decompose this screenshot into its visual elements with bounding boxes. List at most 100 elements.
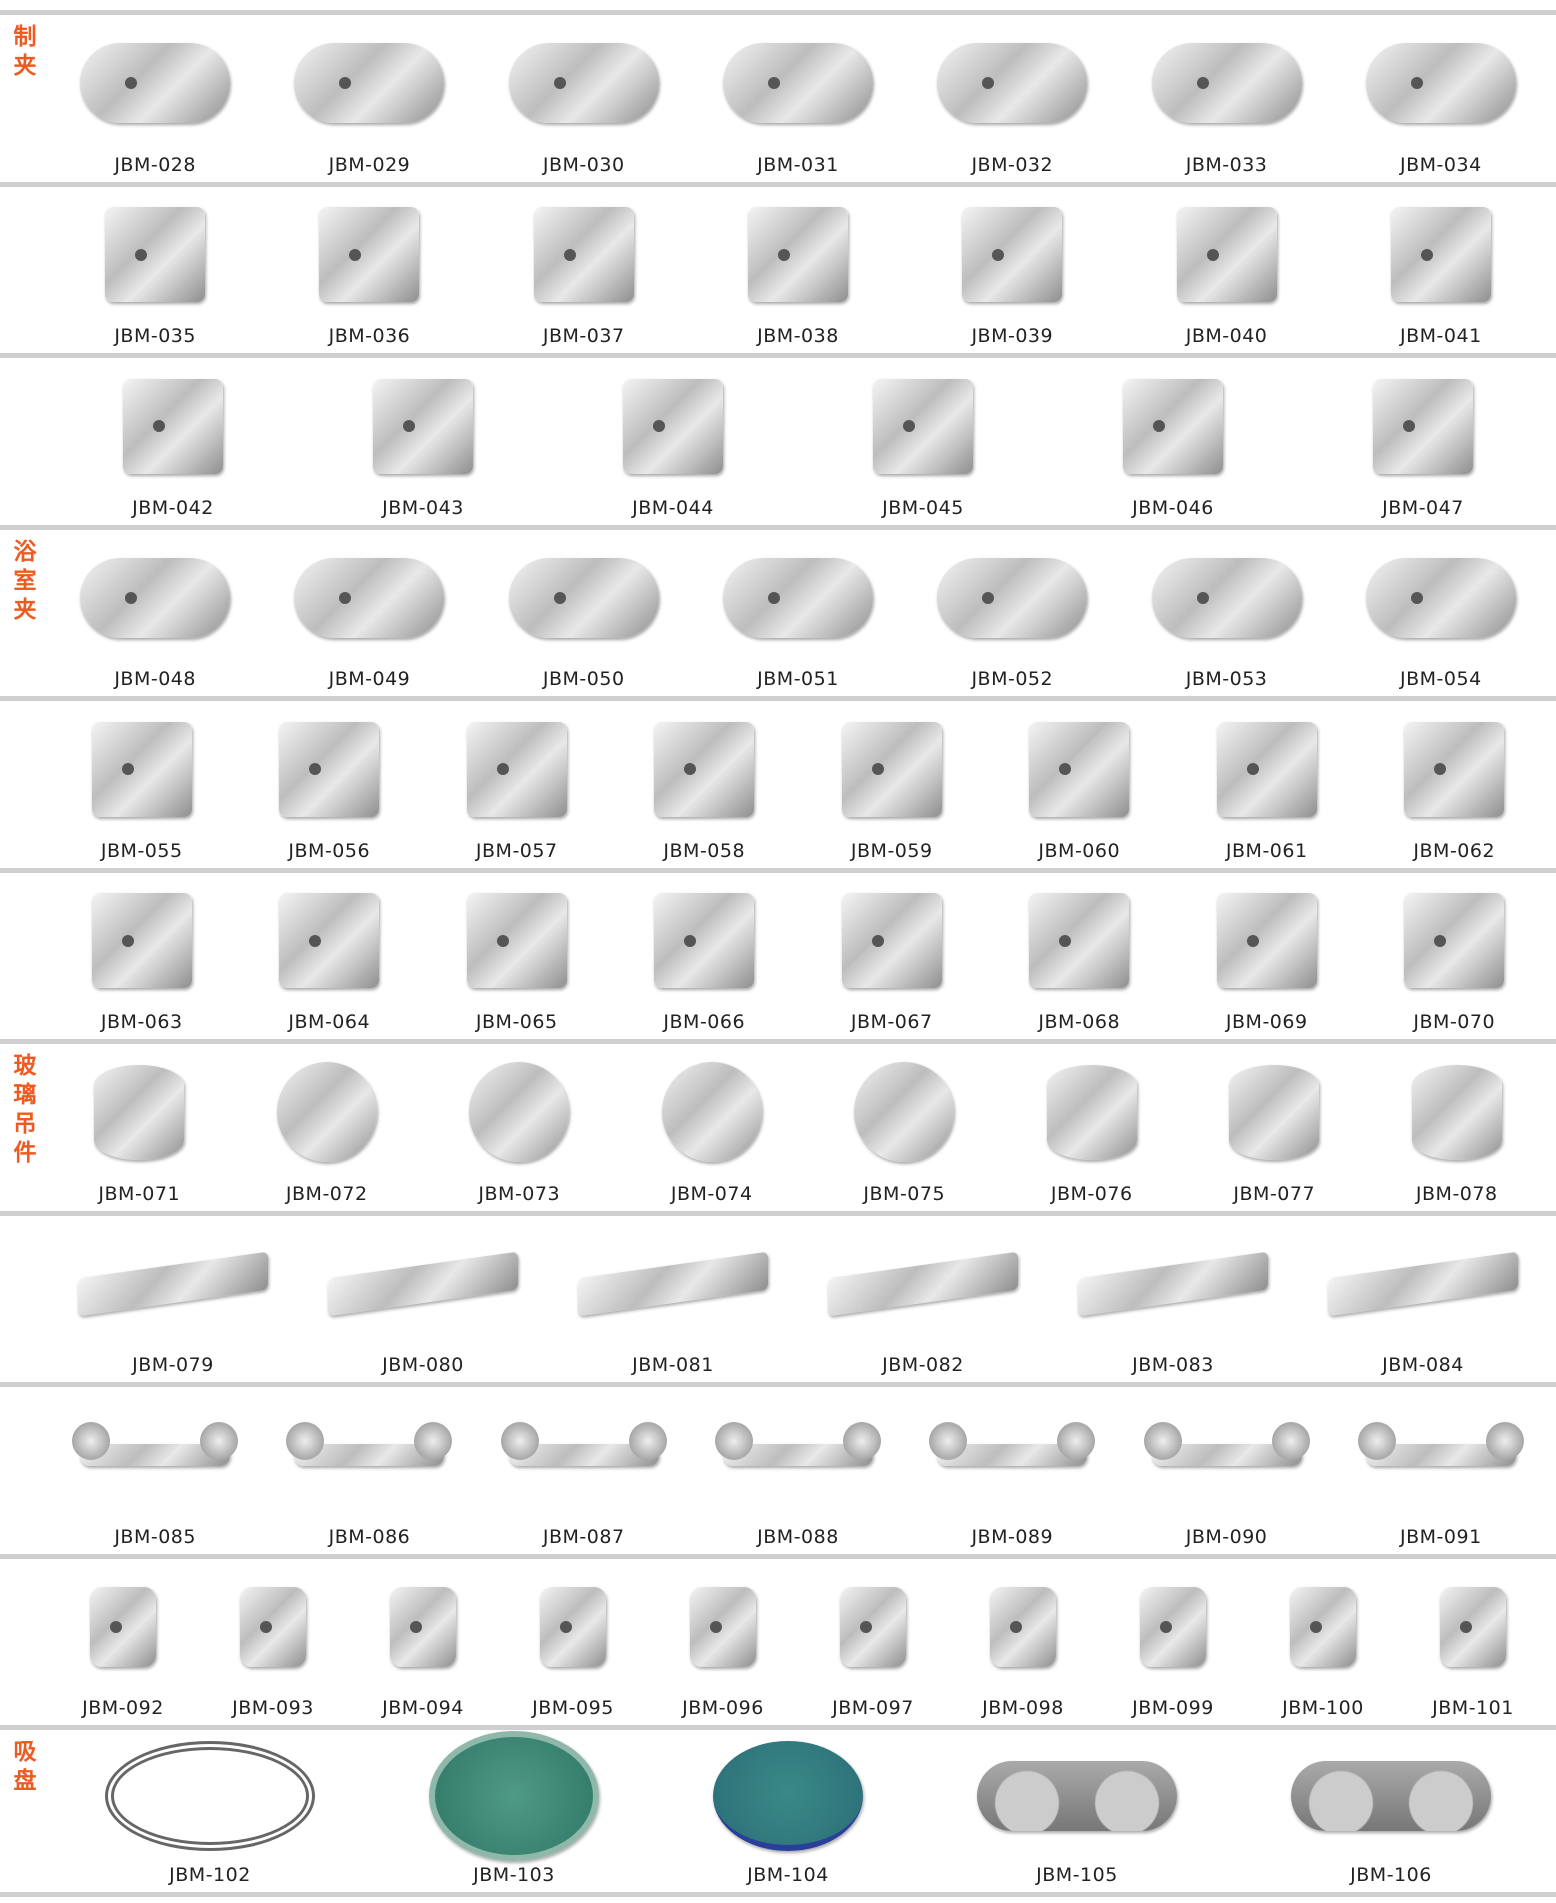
product-code: JBM-088 — [757, 1525, 839, 1548]
product-code: JBM-106 — [1350, 1863, 1432, 1886]
product-item[interactable]: JBM-093 — [232, 1559, 314, 1726]
product-item[interactable]: JBM-032 — [937, 15, 1088, 182]
product-item[interactable]: JBM-076 — [1046, 1044, 1137, 1211]
product-item[interactable]: JBM-091 — [1357, 1387, 1524, 1554]
product-item[interactable]: JBM-038 — [747, 187, 848, 354]
product-image — [840, 1586, 906, 1667]
product-item[interactable]: JBM-077 — [1229, 1044, 1320, 1211]
product-image — [1290, 1586, 1356, 1667]
product-item[interactable]: JBM-036 — [319, 187, 420, 354]
product-item[interactable]: JBM-055 — [91, 701, 192, 868]
product-item[interactable]: JBM-028 — [80, 15, 231, 182]
screw-hole-icon — [259, 1620, 272, 1633]
product-image — [962, 207, 1063, 303]
product-item[interactable]: JBM-075 — [854, 1044, 955, 1211]
product-item[interactable]: JBM-067 — [841, 873, 942, 1040]
product-item[interactable]: JBM-087 — [500, 1387, 667, 1554]
screw-hole-icon — [1434, 763, 1447, 776]
product-item[interactable]: JBM-084 — [1328, 1216, 1518, 1383]
product-code: JBM-034 — [1400, 153, 1482, 176]
product-item[interactable]: JBM-092 — [82, 1559, 164, 1726]
product-item[interactable]: JBM-081 — [578, 1216, 768, 1383]
product-code: JBM-067 — [850, 1011, 933, 1033]
product-item[interactable]: JBM-050 — [508, 530, 659, 697]
product-item[interactable]: JBM-089 — [929, 1387, 1096, 1554]
product-item[interactable]: JBM-094 — [382, 1559, 464, 1726]
product-item[interactable]: JBM-106 — [1291, 1730, 1491, 1892]
product-item[interactable]: JBM-090 — [1143, 1387, 1310, 1554]
product-item[interactable]: JBM-043 — [373, 358, 473, 525]
product-item[interactable]: JBM-030 — [508, 15, 659, 182]
product-item[interactable]: JBM-059 — [841, 701, 942, 868]
product-item[interactable]: JBM-029 — [294, 15, 445, 182]
product-item[interactable]: JBM-049 — [294, 530, 445, 697]
product-item[interactable]: JBM-078 — [1411, 1044, 1502, 1211]
product-item[interactable]: JBM-034 — [1365, 15, 1516, 182]
product-item[interactable]: JBM-062 — [1404, 701, 1505, 868]
product-item[interactable]: JBM-053 — [1151, 530, 1302, 697]
product-item[interactable]: JBM-104 — [713, 1730, 863, 1892]
screw-hole-icon — [903, 420, 915, 433]
product-item[interactable]: JBM-060 — [1029, 701, 1130, 868]
product-item[interactable]: JBM-072 — [276, 1044, 377, 1211]
product-item[interactable]: JBM-040 — [1176, 187, 1277, 354]
product-image — [1143, 1422, 1310, 1467]
product-item[interactable]: JBM-068 — [1029, 873, 1130, 1040]
screw-hole-icon — [153, 420, 165, 433]
product-item[interactable]: JBM-096 — [682, 1559, 764, 1726]
product-image — [713, 1740, 863, 1851]
product-item[interactable]: JBM-037 — [533, 187, 634, 354]
product-item[interactable]: JBM-065 — [466, 873, 567, 1040]
screw-hole-icon — [767, 77, 780, 90]
product-item[interactable]: JBM-033 — [1151, 15, 1302, 182]
screw-hole-icon — [409, 1620, 422, 1633]
product-item[interactable]: JBM-082 — [828, 1216, 1018, 1383]
product-image — [72, 1422, 239, 1467]
product-item[interactable]: JBM-103 — [429, 1730, 599, 1892]
product-item[interactable]: JBM-100 — [1282, 1559, 1364, 1726]
product-item[interactable]: JBM-095 — [532, 1559, 614, 1726]
product-item[interactable]: JBM-054 — [1365, 530, 1516, 697]
product-item[interactable]: JBM-035 — [105, 187, 206, 354]
product-item[interactable]: JBM-071 — [94, 1044, 185, 1211]
product-item[interactable]: JBM-031 — [722, 15, 873, 182]
product-item[interactable]: JBM-083 — [1078, 1216, 1268, 1383]
product-code: JBM-099 — [1132, 1697, 1214, 1719]
product-item[interactable]: JBM-051 — [722, 530, 873, 697]
product-image — [105, 1740, 315, 1851]
product-item[interactable]: JBM-102 — [105, 1730, 315, 1892]
product-item[interactable]: JBM-048 — [80, 530, 231, 697]
product-code: JBM-090 — [1185, 1525, 1268, 1548]
product-item[interactable]: JBM-041 — [1390, 187, 1491, 354]
product-item[interactable]: JBM-070 — [1404, 873, 1505, 1040]
product-item[interactable]: JBM-064 — [279, 873, 380, 1040]
product-item[interactable]: JBM-074 — [661, 1044, 762, 1211]
product-item[interactable]: JBM-058 — [654, 701, 755, 868]
product-item[interactable]: JBM-098 — [982, 1559, 1064, 1726]
product-item[interactable]: JBM-045 — [873, 358, 973, 525]
product-item[interactable]: JBM-101 — [1432, 1559, 1514, 1726]
product-item[interactable]: JBM-046 — [1123, 358, 1223, 525]
product-code: JBM-071 — [98, 1182, 181, 1205]
product-item[interactable]: JBM-063 — [91, 873, 192, 1040]
product-item[interactable]: JBM-073 — [469, 1044, 570, 1211]
product-item[interactable]: JBM-039 — [962, 187, 1063, 354]
product-item[interactable]: JBM-066 — [654, 873, 755, 1040]
product-item[interactable]: JBM-099 — [1132, 1559, 1214, 1726]
product-item[interactable]: JBM-056 — [279, 701, 380, 868]
product-item[interactable]: JBM-047 — [1373, 358, 1473, 525]
product-item[interactable]: JBM-086 — [286, 1387, 453, 1554]
product-item[interactable]: JBM-088 — [714, 1387, 881, 1554]
product-item[interactable]: JBM-085 — [72, 1387, 239, 1554]
product-item[interactable]: JBM-052 — [937, 530, 1088, 697]
product-item[interactable]: JBM-057 — [466, 701, 567, 868]
product-item[interactable]: JBM-079 — [78, 1216, 268, 1383]
product-item[interactable]: JBM-080 — [328, 1216, 518, 1383]
product-item[interactable]: JBM-044 — [623, 358, 723, 525]
product-item[interactable]: JBM-069 — [1216, 873, 1317, 1040]
product-item[interactable]: JBM-105 — [977, 1730, 1177, 1892]
product-item[interactable]: JBM-042 — [123, 358, 223, 525]
product-item[interactable]: JBM-061 — [1216, 701, 1317, 868]
product-item[interactable]: JBM-097 — [832, 1559, 914, 1726]
